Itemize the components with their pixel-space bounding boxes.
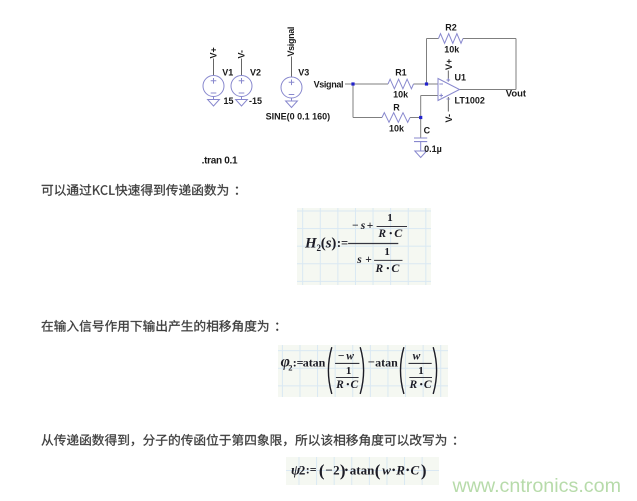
svg-text:w: w (382, 462, 391, 477)
svg-text:SINE(0 0.1 160): SINE(0 0.1 160) (266, 112, 331, 122)
svg-text:−: − (338, 351, 345, 363)
svg-text:V3: V3 (298, 68, 309, 78)
svg-text:15: 15 (224, 96, 234, 106)
svg-text:H: H (304, 236, 318, 252)
svg-text:•: • (389, 228, 392, 238)
svg-text:): ) (340, 461, 346, 480)
svg-text:C: C (391, 261, 400, 275)
svg-text::=: := (306, 463, 317, 477)
svg-text:−: − (352, 220, 359, 232)
svg-text:1: 1 (346, 365, 352, 377)
svg-text:•: • (392, 466, 395, 476)
svg-text:R: R (395, 462, 405, 477)
svg-text:R1: R1 (395, 68, 407, 78)
svg-text:Vsignal: Vsignal (314, 80, 344, 90)
svg-text:R2: R2 (445, 23, 457, 33)
svg-text:s: s (360, 220, 366, 232)
svg-text:V1: V1 (222, 68, 233, 78)
svg-text:.tran 0.1: .tran 0.1 (202, 156, 238, 167)
svg-text:w: w (413, 351, 421, 363)
svg-text:V+: V+ (209, 47, 219, 58)
svg-text:+: + (365, 254, 372, 266)
svg-text:1: 1 (418, 365, 424, 377)
svg-text:-15: -15 (249, 96, 262, 106)
svg-text:1: 1 (387, 212, 393, 224)
svg-text:•: • (345, 466, 348, 476)
svg-text:Vsignal: Vsignal (286, 27, 296, 57)
svg-text:(: ( (321, 236, 326, 252)
svg-text:2: 2 (317, 243, 322, 253)
svg-text:V-: V- (444, 114, 454, 123)
svg-text:C: C (411, 462, 420, 477)
svg-text:atan: atan (303, 355, 326, 369)
svg-text:−: − (368, 355, 375, 369)
svg-text:2: 2 (333, 462, 340, 477)
svg-text:R: R (335, 379, 344, 391)
svg-text:V-: V- (237, 50, 247, 59)
svg-text:): ) (421, 461, 427, 480)
svg-text:10k: 10k (389, 124, 405, 134)
svg-text:10k: 10k (393, 89, 409, 99)
svg-text::=: := (293, 355, 304, 369)
svg-text:−: − (325, 462, 332, 477)
svg-text:•: • (406, 466, 409, 476)
svg-text:R: R (377, 228, 386, 240)
svg-text:Vout: Vout (506, 89, 527, 100)
svg-text:C: C (394, 226, 403, 240)
svg-text:2: 2 (299, 462, 306, 477)
svg-text:(: ( (375, 461, 381, 480)
svg-text::=: := (337, 236, 348, 250)
svg-text:s: s (325, 236, 332, 252)
svg-text:s: s (356, 254, 362, 266)
svg-text:10k: 10k (444, 45, 460, 55)
svg-text:+: + (367, 220, 374, 232)
svg-text:V+: V+ (444, 59, 454, 70)
svg-text:φ: φ (281, 354, 290, 371)
svg-text:0.1µ: 0.1µ (424, 144, 442, 154)
svg-text:C: C (424, 379, 432, 391)
svg-text:LT1002: LT1002 (455, 96, 485, 106)
svg-text:U1: U1 (455, 73, 467, 83)
svg-text:atan: atan (350, 462, 375, 477)
svg-text:atan: atan (375, 355, 398, 369)
svg-text:R: R (409, 379, 418, 391)
svg-text:1: 1 (384, 246, 390, 258)
svg-text:C: C (424, 126, 431, 136)
svg-text:C: C (351, 379, 359, 391)
svg-text:2: 2 (288, 362, 292, 372)
svg-text:•: • (420, 379, 423, 389)
svg-text:ψ: ψ (291, 463, 301, 478)
svg-text:(: ( (319, 461, 325, 480)
svg-text:•: • (386, 263, 389, 273)
svg-text:): ) (331, 236, 336, 252)
svg-text:R: R (393, 103, 400, 113)
svg-text:•: • (346, 379, 349, 389)
svg-text:w: w (346, 351, 354, 363)
svg-text:V2: V2 (250, 68, 261, 78)
svg-text:R: R (375, 263, 384, 275)
